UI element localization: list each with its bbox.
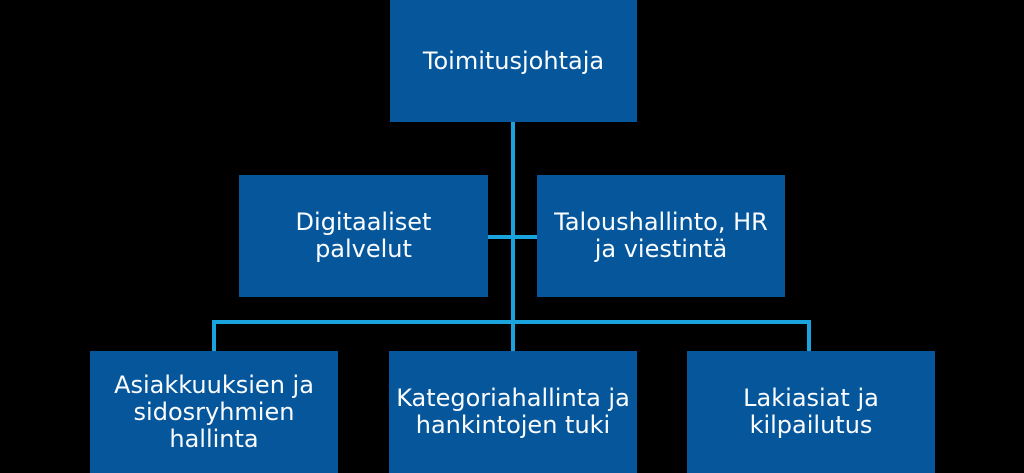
org-node-finance-hr-communications: Taloushallinto, HR ja viestintä bbox=[537, 175, 785, 297]
org-node-legal-tendering-label: Lakiasiat ja kilpailutus bbox=[743, 384, 879, 439]
org-node-accounts-stakeholders: Asiakkuuksien ja sidosryhmien hallinta bbox=[90, 351, 338, 473]
connector-drop-right bbox=[807, 320, 811, 351]
org-node-digital-services-label: Digitaaliset palvelut bbox=[295, 208, 432, 263]
org-node-category-management: Kategoriahallinta ja hankintojen tuki bbox=[389, 351, 637, 473]
connector-drop-left bbox=[212, 320, 216, 351]
org-node-legal-tendering: Lakiasiat ja kilpailutus bbox=[687, 351, 935, 473]
org-node-digital-services: Digitaaliset palvelut bbox=[239, 175, 488, 297]
org-node-accounts-stakeholders-label: Asiakkuuksien ja sidosryhmien hallinta bbox=[114, 370, 314, 453]
connector-horizontal-bottom-row bbox=[212, 320, 811, 324]
org-node-finance-hr-communications-label: Taloushallinto, HR ja viestintä bbox=[554, 208, 768, 263]
org-node-ceo: Toimitusjohtaja bbox=[390, 0, 637, 122]
org-node-category-management-label: Kategoriahallinta ja hankintojen tuki bbox=[396, 384, 630, 439]
org-node-ceo-label: Toimitusjohtaja bbox=[422, 46, 605, 75]
connector-horizontal-middle-row bbox=[488, 235, 537, 239]
